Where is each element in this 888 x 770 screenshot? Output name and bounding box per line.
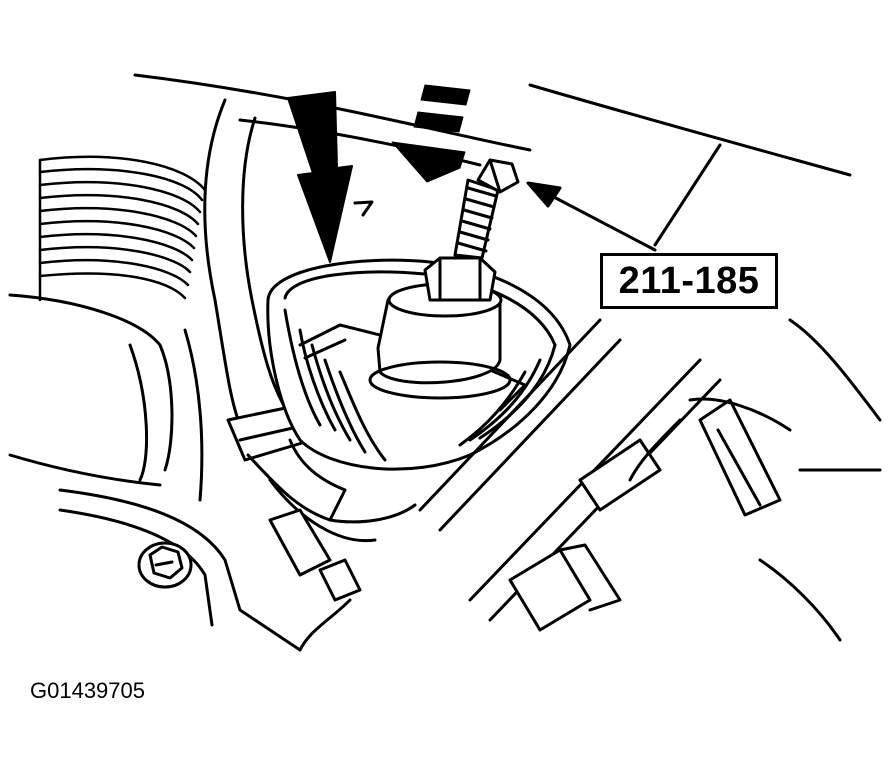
background-outlines — [133, 73, 882, 472]
engine-block-outline — [8, 293, 302, 652]
puller-tool-body — [368, 282, 512, 400]
bracket-and-connector — [418, 318, 882, 642]
solid-down-arrow-icon — [287, 91, 353, 263]
figure-id: G01439705 — [30, 678, 145, 703]
pointer-mark — [353, 200, 374, 217]
left-ribbed-pulley — [38, 155, 207, 302]
dashed-down-arrow-icon — [391, 84, 471, 183]
bolt-head — [137, 541, 193, 589]
tool-number-callout: 211-185 — [600, 253, 778, 309]
forcing-screw — [423, 158, 520, 302]
hose-fitting — [268, 508, 362, 652]
leader-arrow-icon — [526, 181, 657, 252]
